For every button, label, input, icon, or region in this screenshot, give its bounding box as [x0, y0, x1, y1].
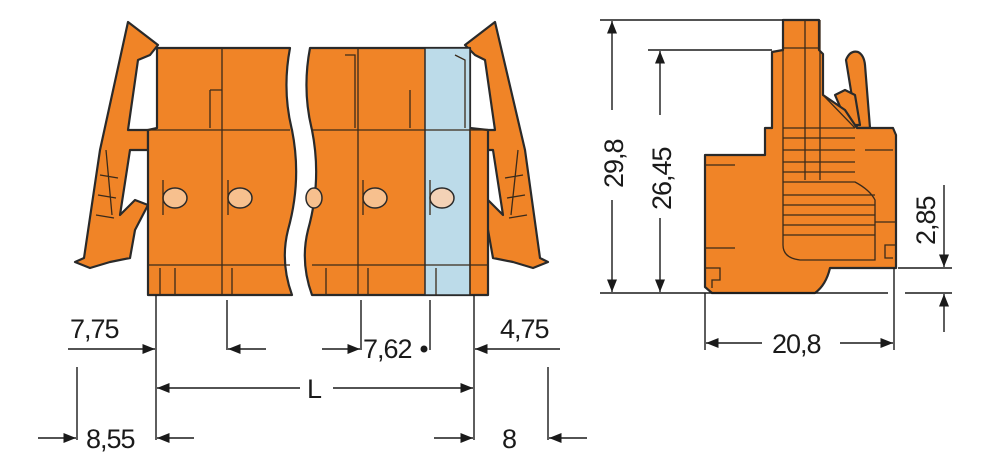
- dim-left-total: 8,55: [86, 424, 135, 454]
- dim-height-body: 26,45: [647, 147, 677, 210]
- left-latch: [73, 20, 160, 270]
- dim-length: L: [307, 374, 322, 404]
- front-dimensions: 7,75 7,62 4,75 L 8,55 8: [38, 295, 587, 454]
- side-latch: [844, 50, 872, 130]
- dim-depth: 20,8: [772, 329, 821, 359]
- dim-offset: 2,85: [911, 196, 941, 245]
- front-view: 7,75 7,62 4,75 L 8,55 8: [38, 20, 587, 454]
- dim-left-latch: 7,75: [70, 314, 119, 344]
- dim-height-total: 29,8: [599, 139, 629, 188]
- dim-pitch: 7,62: [363, 334, 412, 364]
- side-housing: [703, 18, 898, 295]
- dim-right-total: 8: [502, 424, 516, 454]
- side-dimensions: 29,8 26,45 2,85 20,8: [599, 19, 952, 359]
- side-view: 29,8 26,45 2,85 20,8: [599, 18, 952, 359]
- dim-right-latch: 4,75: [500, 314, 549, 344]
- highlight-module: [424, 47, 471, 296]
- contact-holes: [162, 187, 455, 209]
